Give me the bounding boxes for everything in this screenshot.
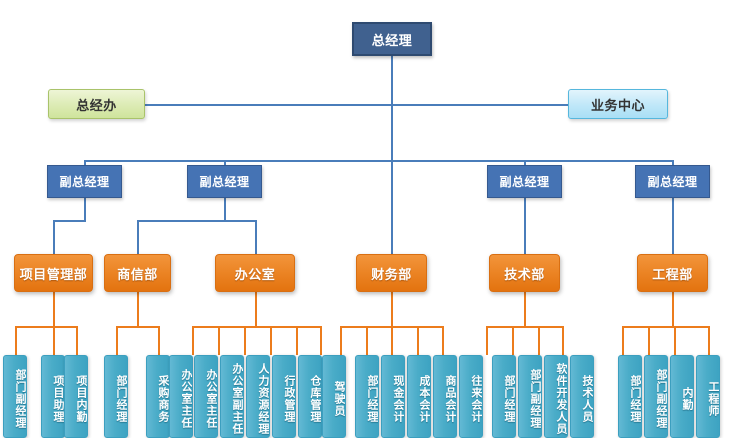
node-role-finance-dept-manager[interactable]: 部门经理	[355, 355, 379, 438]
node-role-project-assistant[interactable]: 项目助理	[41, 355, 65, 438]
connector-dep1-stem	[84, 198, 86, 220]
connector-tech-leaf-1	[486, 326, 488, 355]
connector-shangxin-stem	[137, 292, 139, 326]
node-role-tech-dept-manager[interactable]: 部门经理	[492, 355, 516, 438]
connector-proj-stem	[53, 292, 55, 326]
node-business-center[interactable]: 业务中心	[568, 89, 668, 119]
connector-office-leaf-2	[218, 326, 220, 355]
node-deputy-gm-4[interactable]: 副总经理	[635, 165, 710, 198]
connector-office-leaf-6	[320, 326, 322, 355]
connector-finance-leaf-4	[417, 326, 419, 355]
node-dept-business-info[interactable]: 商信部	[104, 254, 171, 292]
connector-tech-leaf-4	[562, 326, 564, 355]
connector-dep2-stem	[224, 198, 226, 220]
connector-office-leaf-5	[296, 326, 298, 355]
connector-eng-leaf-2	[648, 326, 650, 355]
connector-finance-leaf-3	[391, 326, 393, 355]
node-role-office-clerk[interactable]: 内勤	[670, 355, 694, 438]
connector-dep1-bus	[53, 220, 86, 222]
connector-office-leaf-4	[270, 326, 272, 355]
connector-office-stem	[255, 292, 257, 326]
connector-dep2-to-shangxin	[137, 220, 139, 254]
node-deputy-gm-3[interactable]: 副总经理	[487, 165, 562, 198]
node-role-warehouse-management[interactable]: 仓库管理	[298, 355, 322, 438]
node-dept-technology[interactable]: 技术部	[489, 254, 560, 292]
connector-tech-stem	[524, 292, 526, 326]
node-role-purchasing-business[interactable]: 采购商务	[146, 355, 170, 438]
connector-dep2-to-office	[255, 220, 257, 254]
connector-eng-leaf-3	[674, 326, 676, 355]
connector-finance-leaf-2	[366, 326, 368, 355]
connector-office-leaf-3	[244, 326, 246, 355]
connector-finance-leaf-5	[442, 326, 444, 355]
connector-dep2-bus	[137, 220, 257, 222]
connector-tech-bus	[486, 326, 564, 328]
connector-finance-stem	[391, 292, 393, 326]
connector-shangxin-leaf-2	[158, 326, 160, 355]
node-general-manager[interactable]: 总经理	[352, 22, 432, 56]
connector-dep3-to-tech	[524, 198, 526, 254]
node-role-bi-dept-manager[interactable]: 部门经理	[104, 355, 128, 438]
node-dept-office[interactable]: 办公室	[215, 254, 295, 292]
node-role-technical-staff[interactable]: 技术人员	[570, 355, 594, 438]
node-role-hr-manager[interactable]: 人力资源经理	[246, 355, 270, 438]
node-deputy-gm-1[interactable]: 副总经理	[47, 165, 122, 198]
node-role-cost-accountant[interactable]: 成本会计	[407, 355, 431, 438]
node-role-tech-deputy-manager[interactable]: 部门副经理	[518, 355, 542, 438]
node-role-office-director-b[interactable]: 办公室主任	[194, 355, 218, 438]
connector-eng-leaf-4	[708, 326, 710, 355]
connector-office-bus	[192, 326, 322, 328]
node-role-eng-dept-manager[interactable]: 部门经理	[618, 355, 642, 438]
connector-finance-leaf-1	[340, 326, 342, 355]
node-role-driver[interactable]: 驾驶员	[322, 355, 346, 438]
connector-shangxin-bus	[116, 326, 160, 328]
node-role-eng-deputy-manager[interactable]: 部门副经理	[644, 355, 668, 438]
connector-staff-left	[145, 104, 392, 106]
connector-dep1-to-proj	[53, 220, 55, 254]
connector-eng-leaf-1	[622, 326, 624, 355]
connector-tech-leaf-3	[538, 326, 540, 355]
node-dept-project-management[interactable]: 项目管理部	[14, 254, 93, 292]
node-role-administration[interactable]: 行政管理	[272, 355, 296, 438]
node-role-software-developer[interactable]: 软件开发人员	[544, 355, 568, 438]
node-role-cash-accountant[interactable]: 现金会计	[381, 355, 405, 438]
connector-eng-stem	[672, 292, 674, 326]
connector-trunk-main	[391, 56, 393, 160]
connector-dep4-to-eng	[672, 198, 674, 254]
connector-deputy-bus	[85, 160, 673, 162]
node-dept-finance[interactable]: 财务部	[356, 254, 427, 292]
connector-tech-leaf-2	[512, 326, 514, 355]
node-role-office-director-a[interactable]: 办公室主任	[169, 355, 193, 438]
node-deputy-gm-2[interactable]: 副总经理	[187, 165, 262, 198]
connector-trunk-to-finance	[391, 160, 393, 254]
connector-office-leaf-1	[192, 326, 194, 355]
connector-proj-leaf-2	[53, 326, 55, 355]
connector-proj-leaf-3	[76, 326, 78, 355]
node-role-current-accountant[interactable]: 往来会计	[459, 355, 483, 438]
node-gm-office[interactable]: 总经办	[48, 89, 145, 119]
connector-eng-bus	[622, 326, 710, 328]
connector-staff-right	[391, 104, 568, 106]
node-role-merchandise-accountant[interactable]: 商品会计	[433, 355, 457, 438]
node-role-project-clerk[interactable]: 项目内勤	[64, 355, 88, 438]
node-role-engineer[interactable]: 工程师	[696, 355, 720, 438]
connector-shangxin-leaf-1	[116, 326, 118, 355]
node-role-project-deputy-manager[interactable]: 部门副经理	[3, 355, 27, 438]
connector-proj-leaf-1	[15, 326, 17, 355]
connector-proj-bus	[15, 326, 77, 328]
node-role-office-deputy-director[interactable]: 办公室副主任	[220, 355, 244, 438]
node-dept-engineering[interactable]: 工程部	[637, 254, 708, 292]
